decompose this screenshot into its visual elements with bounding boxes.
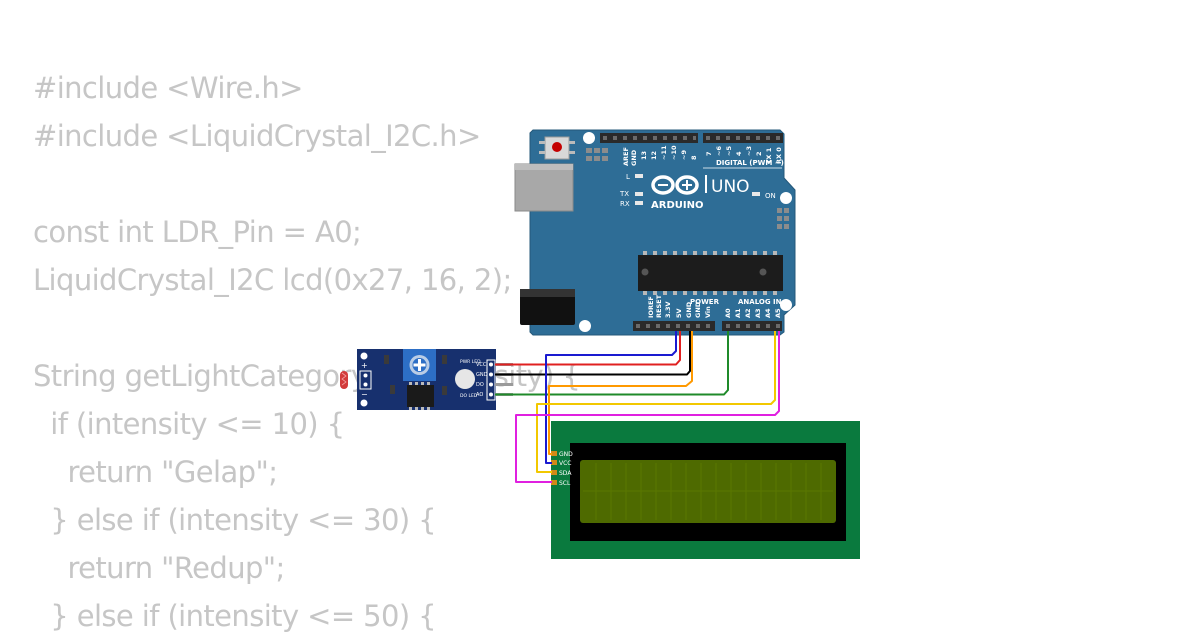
pin-label: VCC (559, 460, 571, 467)
led-tx-label: TX (619, 190, 629, 198)
pin-label: A4 (764, 308, 772, 318)
pin-label: AO (476, 392, 483, 398)
code-line: #include <LiquidCrystal_I2C.h> (33, 119, 481, 153)
wire-ldr-vcc-5v[interactable] (495, 331, 681, 366)
code-line: const int LDR_Pin = A0; (33, 215, 362, 249)
pin-label: A1 (734, 308, 742, 318)
comparator-chip (407, 385, 434, 407)
pin-label: A3 (754, 308, 762, 318)
pin-label: GND (630, 149, 638, 166)
pin-label: TX 1 (765, 147, 773, 164)
led-l-label: L (626, 173, 630, 181)
usb-port (514, 163, 574, 212)
pin-label: RX 0 (775, 147, 783, 164)
board-model: UNO (711, 177, 750, 197)
digital-label: DIGITAL (PWM ~) (716, 159, 784, 167)
pin-label: DO (476, 382, 484, 388)
code-line: if (intensity <= 10) { (33, 407, 345, 441)
pin-label: Vin (704, 306, 712, 318)
power-label: POWER (690, 298, 720, 306)
pin-label: GND (559, 451, 573, 458)
pin-label: 4 (735, 151, 743, 156)
pin-label: SCL (559, 480, 571, 487)
ldr-sensor-module[interactable]: + − PWR LED DO LED VCC GND (340, 349, 513, 410)
analog-label: ANALOG IN (738, 298, 782, 306)
pin-label: ~5 (725, 146, 733, 156)
code-line: } else if (intensity <= 30) { (33, 503, 437, 537)
pin-label: GND (685, 301, 693, 318)
board-brand: ARDUINO (651, 200, 703, 211)
pin-label: VCC (476, 362, 487, 368)
lcd-character-grid (583, 463, 833, 520)
pin-label: A0 (724, 308, 732, 318)
do-led-label: DO LED (460, 393, 478, 399)
wire-lcd-vcc[interactable] (545, 331, 677, 464)
pin-label: RESET (655, 294, 663, 318)
pin-label: 3.3V (664, 301, 672, 318)
pin-label: GND (694, 301, 702, 318)
pin-label: 7 (705, 151, 713, 156)
pin-label: ~10 (670, 145, 678, 160)
photoresistor-icon (340, 371, 348, 389)
pin-label: GND (476, 372, 488, 378)
analog-header (722, 321, 782, 331)
pin-label: 8 (690, 155, 698, 160)
potentiometer[interactable] (403, 349, 436, 381)
code-line: LiquidCrystal_I2C lcd(0x27, 16, 2); (33, 263, 512, 297)
pin-label: ~3 (745, 146, 753, 156)
lcd-display[interactable]: GND VCC SDA SCL (551, 421, 860, 559)
pwr-led-label: PWR LED (460, 359, 481, 365)
wire-lcd-gnd[interactable] (548, 331, 693, 455)
pin-label: 12 (650, 151, 658, 160)
pin-label: IOREF (647, 296, 655, 318)
pin-label: ~9 (680, 150, 688, 160)
pin-label: ~6 (715, 146, 723, 156)
wire-ldr-gnd[interactable] (495, 331, 691, 376)
power-jack (520, 289, 575, 325)
arduino-logo-icon (651, 175, 699, 195)
power-header (633, 321, 715, 331)
code-line: } else if (intensity <= 50) { (33, 599, 437, 633)
code-line: #include <Wire.h> (33, 71, 303, 105)
pin-label: AREF (622, 147, 630, 166)
wire-lcd-scl[interactable] (515, 331, 780, 483)
pin-label: 2 (755, 151, 763, 156)
pin-label: A2 (744, 308, 752, 318)
plus-label: + (361, 361, 368, 370)
pin-label: A5 (774, 308, 782, 318)
atmega-chip (638, 255, 783, 291)
wire-lcd-sda[interactable] (536, 331, 776, 473)
led-on-label: ON (765, 192, 776, 200)
minus-label: − (361, 390, 368, 399)
pin-label: ~11 (660, 145, 668, 160)
code-line: return "Gelap"; (33, 455, 278, 489)
pin-label: SDA (559, 470, 572, 477)
code-line: return "Redup"; (33, 551, 285, 585)
digital-header (600, 133, 698, 143)
arduino-uno-board[interactable]: AREF GND 13 12 ~11 ~10 ~9 8 7 ~6 ~5 4 ~3… (514, 129, 796, 336)
pin-label: 5V (675, 308, 683, 318)
led-rx-label: RX (620, 200, 630, 208)
pin-label: 13 (640, 151, 648, 160)
wire-ldr-ao-a0[interactable] (495, 331, 729, 396)
